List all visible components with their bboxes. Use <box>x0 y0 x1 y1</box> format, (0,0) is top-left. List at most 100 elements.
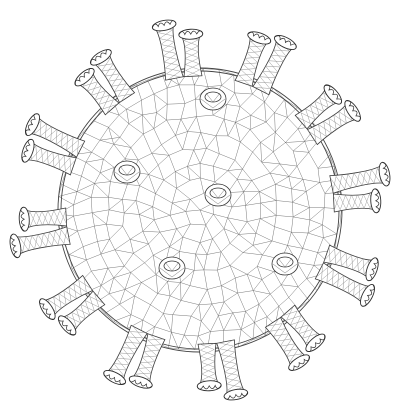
mesh-edge <box>319 182 326 194</box>
mesh-edge <box>94 181 111 184</box>
mesh-edge <box>239 93 253 107</box>
sphere-mesh <box>57 68 342 350</box>
mesh-edge <box>203 254 208 270</box>
mesh-edge <box>221 277 236 286</box>
mesh-edge <box>136 84 142 101</box>
mesh-edge <box>119 137 132 148</box>
mesh-edge <box>200 163 214 167</box>
mesh-edge <box>288 165 298 177</box>
mesh-edge <box>270 172 289 177</box>
mesh-edge <box>169 228 177 247</box>
spike-protein <box>314 262 375 307</box>
mesh-edge <box>130 133 144 148</box>
mesh-edge <box>253 279 263 291</box>
mesh-edge <box>260 200 277 204</box>
mesh-edge <box>234 141 241 161</box>
mesh-edge <box>86 253 101 261</box>
mesh-edge <box>91 212 95 227</box>
mesh-edge <box>109 293 120 305</box>
mesh-edge <box>261 161 280 165</box>
mesh-edge <box>293 141 305 152</box>
mesh-edge <box>237 290 254 294</box>
mesh-edge <box>153 219 161 233</box>
mesh-edge <box>252 290 260 305</box>
mesh-edge <box>172 300 182 315</box>
mesh-edge <box>285 142 294 152</box>
mesh-edge <box>163 313 172 333</box>
mesh-edge <box>274 215 277 227</box>
mesh-edge <box>317 166 335 169</box>
mesh-edge <box>139 214 155 221</box>
mesh-edge <box>207 85 222 87</box>
mesh-edge <box>153 112 157 129</box>
mesh-edge <box>139 206 153 215</box>
mesh-edge <box>69 246 84 255</box>
mesh-edge <box>245 202 261 206</box>
mesh-edge <box>252 151 262 163</box>
mesh-edge <box>69 254 87 261</box>
mesh-edge <box>213 165 229 171</box>
mesh-edge <box>150 304 164 314</box>
mesh-edge <box>291 188 293 203</box>
mesh-edge <box>261 279 271 295</box>
mesh-edge <box>198 289 208 305</box>
mesh-edge <box>129 231 143 240</box>
mesh-edge <box>175 135 183 150</box>
mesh-edge <box>213 213 228 219</box>
mesh-edge <box>175 119 182 136</box>
mesh-edge <box>227 122 236 137</box>
spike-protein <box>151 19 184 81</box>
mesh-edge <box>161 135 176 145</box>
mesh-edge <box>231 205 246 208</box>
mesh-edge <box>317 168 320 183</box>
mesh-edge <box>148 174 156 194</box>
mesh-edge <box>309 219 323 226</box>
mesh-edge <box>114 249 134 254</box>
mesh-edge <box>100 159 104 173</box>
mesh-edge <box>252 335 266 340</box>
mesh-edge <box>99 127 109 141</box>
mesh-edge <box>187 116 197 132</box>
mesh-edge <box>221 285 225 302</box>
mesh-edge <box>226 92 235 105</box>
mesh-edge <box>126 100 142 110</box>
mesh-edge <box>304 141 310 153</box>
mesh-edge <box>124 282 142 290</box>
mesh-edge <box>94 226 98 242</box>
mesh-edge <box>218 315 224 331</box>
mesh-edge <box>148 174 164 181</box>
mesh-edge <box>109 239 116 250</box>
mesh-edge <box>198 303 212 305</box>
mesh-edge <box>175 131 188 136</box>
mesh-edge <box>306 278 318 291</box>
mesh-edge <box>223 228 231 244</box>
spike-protein <box>264 316 311 371</box>
mesh-edge <box>200 177 216 183</box>
spike-protein <box>178 28 204 78</box>
spike-protein <box>306 99 361 146</box>
mesh-edge <box>237 292 246 312</box>
mesh-edge <box>153 255 157 275</box>
mesh-edge <box>141 282 158 294</box>
mesh-edge <box>252 93 265 103</box>
mesh-edge <box>273 88 285 100</box>
mesh-edge <box>142 231 160 233</box>
mesh-edge <box>322 224 324 238</box>
mesh-edge <box>94 172 101 184</box>
mesh-edge <box>124 147 132 159</box>
mesh-edge <box>297 262 314 266</box>
mesh-edge <box>211 301 225 305</box>
mesh-edge <box>317 154 330 169</box>
mesh-edge <box>182 236 201 243</box>
mesh-edge <box>155 274 168 282</box>
mesh-edge <box>73 216 78 232</box>
mesh-edge <box>229 252 244 266</box>
mesh-edge <box>265 121 276 133</box>
mesh-edge <box>153 119 167 129</box>
mesh-edge <box>108 127 121 138</box>
mesh-edge <box>119 295 135 305</box>
mesh-edge <box>243 180 252 192</box>
mesh-edge <box>183 316 192 336</box>
mesh-edge <box>180 282 190 286</box>
mesh-edge <box>107 267 114 278</box>
